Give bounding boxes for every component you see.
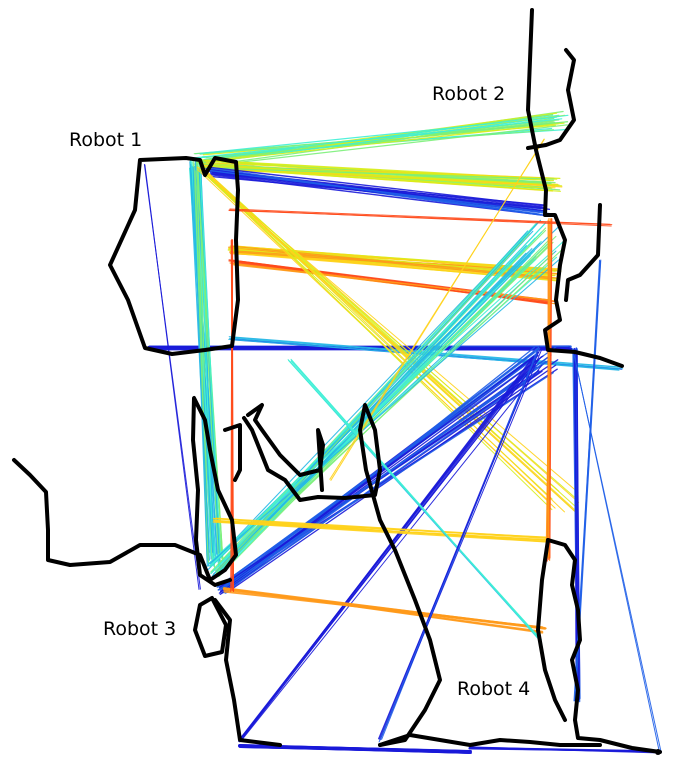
loop-closure-edge — [143, 164, 201, 590]
loop-closure-edge — [208, 258, 561, 565]
robot-1-trajectory — [108, 156, 240, 356]
loop-closure-edge — [209, 221, 539, 567]
robot-3-loop — [193, 596, 228, 658]
loop-closure-edge — [217, 357, 536, 588]
loop-closure-edge — [238, 744, 471, 754]
robot-3-trajectory — [12, 396, 238, 587]
loop-closure-edge — [199, 166, 577, 513]
loop-closure-edge — [212, 521, 546, 543]
loop-closure-edge — [206, 124, 568, 167]
robot-3-path-down — [213, 598, 282, 747]
loop-closure-edge — [202, 162, 552, 189]
loop-closure-edge — [215, 248, 563, 572]
loop-closure-edge — [212, 167, 540, 215]
loop-closure-edge — [218, 245, 527, 574]
loop-closure-edge — [207, 240, 565, 565]
loop-closure-edge — [214, 520, 549, 541]
robot-3-label: Robot 3 — [103, 618, 177, 640]
robot-4-trajectory — [546, 538, 662, 754]
loop-closure-edge — [229, 208, 611, 225]
robot-4-label: Robot 4 — [457, 678, 531, 700]
robot-2-label: Robot 2 — [432, 83, 506, 105]
loop-closure-edge — [287, 359, 541, 640]
loop-closure-edge — [228, 246, 549, 280]
robot-2-branch — [526, 48, 576, 150]
robot-2-trajectory — [526, 8, 624, 368]
loop-closure-edge — [378, 350, 540, 740]
loop-closure-edge — [223, 587, 544, 634]
loop-closure-edge — [241, 364, 543, 741]
center-small-branch — [223, 423, 242, 482]
loop-closure-edge — [228, 210, 613, 226]
loop-closure-edge — [290, 358, 542, 642]
loop-closure-edge — [206, 121, 569, 160]
loop-closure-edge — [196, 159, 208, 562]
loop-closure-edge — [573, 354, 662, 753]
loop-closure-edge — [549, 218, 553, 559]
loop-closure-edge — [201, 165, 562, 192]
loop-closure-edge — [208, 167, 555, 180]
loop-closure-edge — [200, 167, 553, 511]
loop-closure-edge — [196, 166, 579, 493]
endpoint-marker — [655, 749, 661, 755]
loop-closure-edge — [468, 747, 662, 753]
loop-closure-edge — [194, 122, 565, 164]
bottom-path — [378, 733, 602, 747]
robot-2-right-branch — [564, 203, 602, 302]
loop-closure-edge — [330, 138, 545, 481]
loop-closure-edge — [238, 362, 533, 741]
loop-closure-edge — [192, 118, 563, 159]
loop-closure-edge — [202, 167, 560, 492]
loop-closure-edge — [218, 222, 538, 566]
loop-closure-edge — [223, 360, 547, 590]
loop-closure-edge — [547, 218, 552, 559]
loop-closure-edge — [192, 166, 208, 567]
loop-closure-edge — [223, 371, 538, 594]
loop-closure-edge — [200, 116, 558, 154]
center-loop-path — [246, 403, 325, 492]
loop-closure-edge — [215, 233, 531, 573]
loop-closure-edge — [241, 360, 539, 740]
center-vertical-path — [242, 403, 442, 747]
robot-1-label: Robot 1 — [69, 129, 143, 151]
robot-4-inner — [536, 538, 567, 722]
